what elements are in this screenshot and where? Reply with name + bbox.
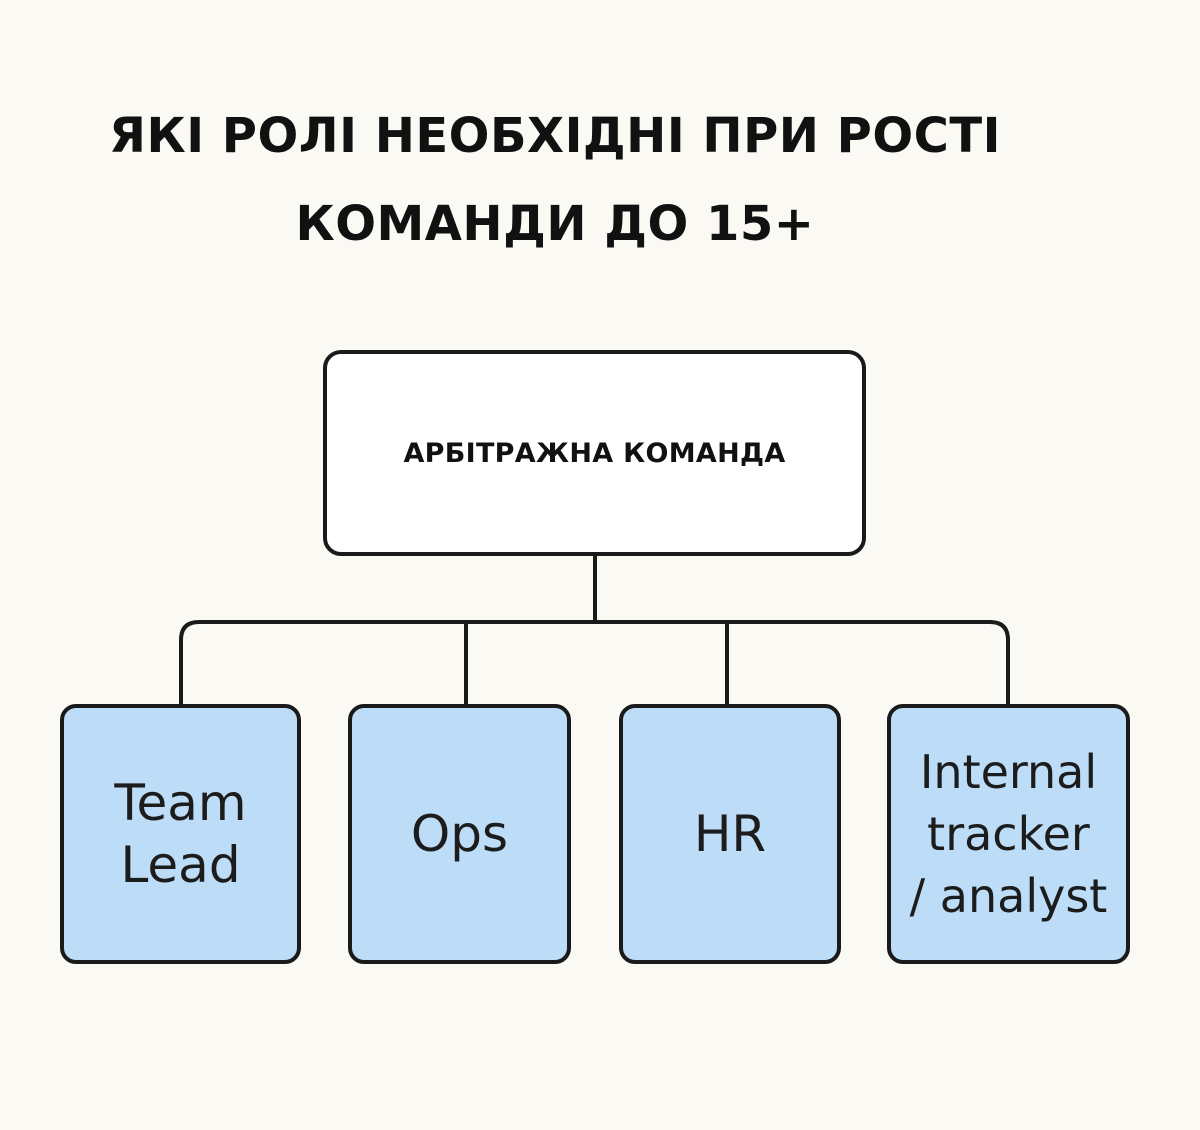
role-node-team-lead-label: Team Lead — [114, 774, 247, 894]
root-node: АРБІТРАЖНА КОМАНДА — [323, 350, 866, 556]
diagram-title: ЯКІ РОЛІ НЕОБХІДНІ ПРИ РОСТІ КОМАНДИ ДО … — [0, 92, 1110, 268]
branch-bar-line — [179, 620, 1010, 706]
role-node-internal-tracker-analyst-label: Internal tracker / analyst — [909, 745, 1108, 923]
root-node-label: АРБІТРАЖНА КОМАНДА — [403, 437, 786, 469]
role-node-ops: Ops — [348, 704, 571, 964]
title-line-2: КОМАНДИ ДО 15+ — [295, 196, 815, 252]
role-node-hr-label: HR — [693, 805, 767, 863]
role-node-ops-label: Ops — [410, 805, 509, 863]
role-node-hr: HR — [619, 704, 841, 964]
role-node-internal-tracker-analyst: Internal tracker / analyst — [887, 704, 1130, 964]
title-line-1: ЯКІ РОЛІ НЕОБХІДНІ ПРИ РОСТІ — [109, 108, 1001, 164]
role-node-team-lead: Team Lead — [60, 704, 301, 964]
